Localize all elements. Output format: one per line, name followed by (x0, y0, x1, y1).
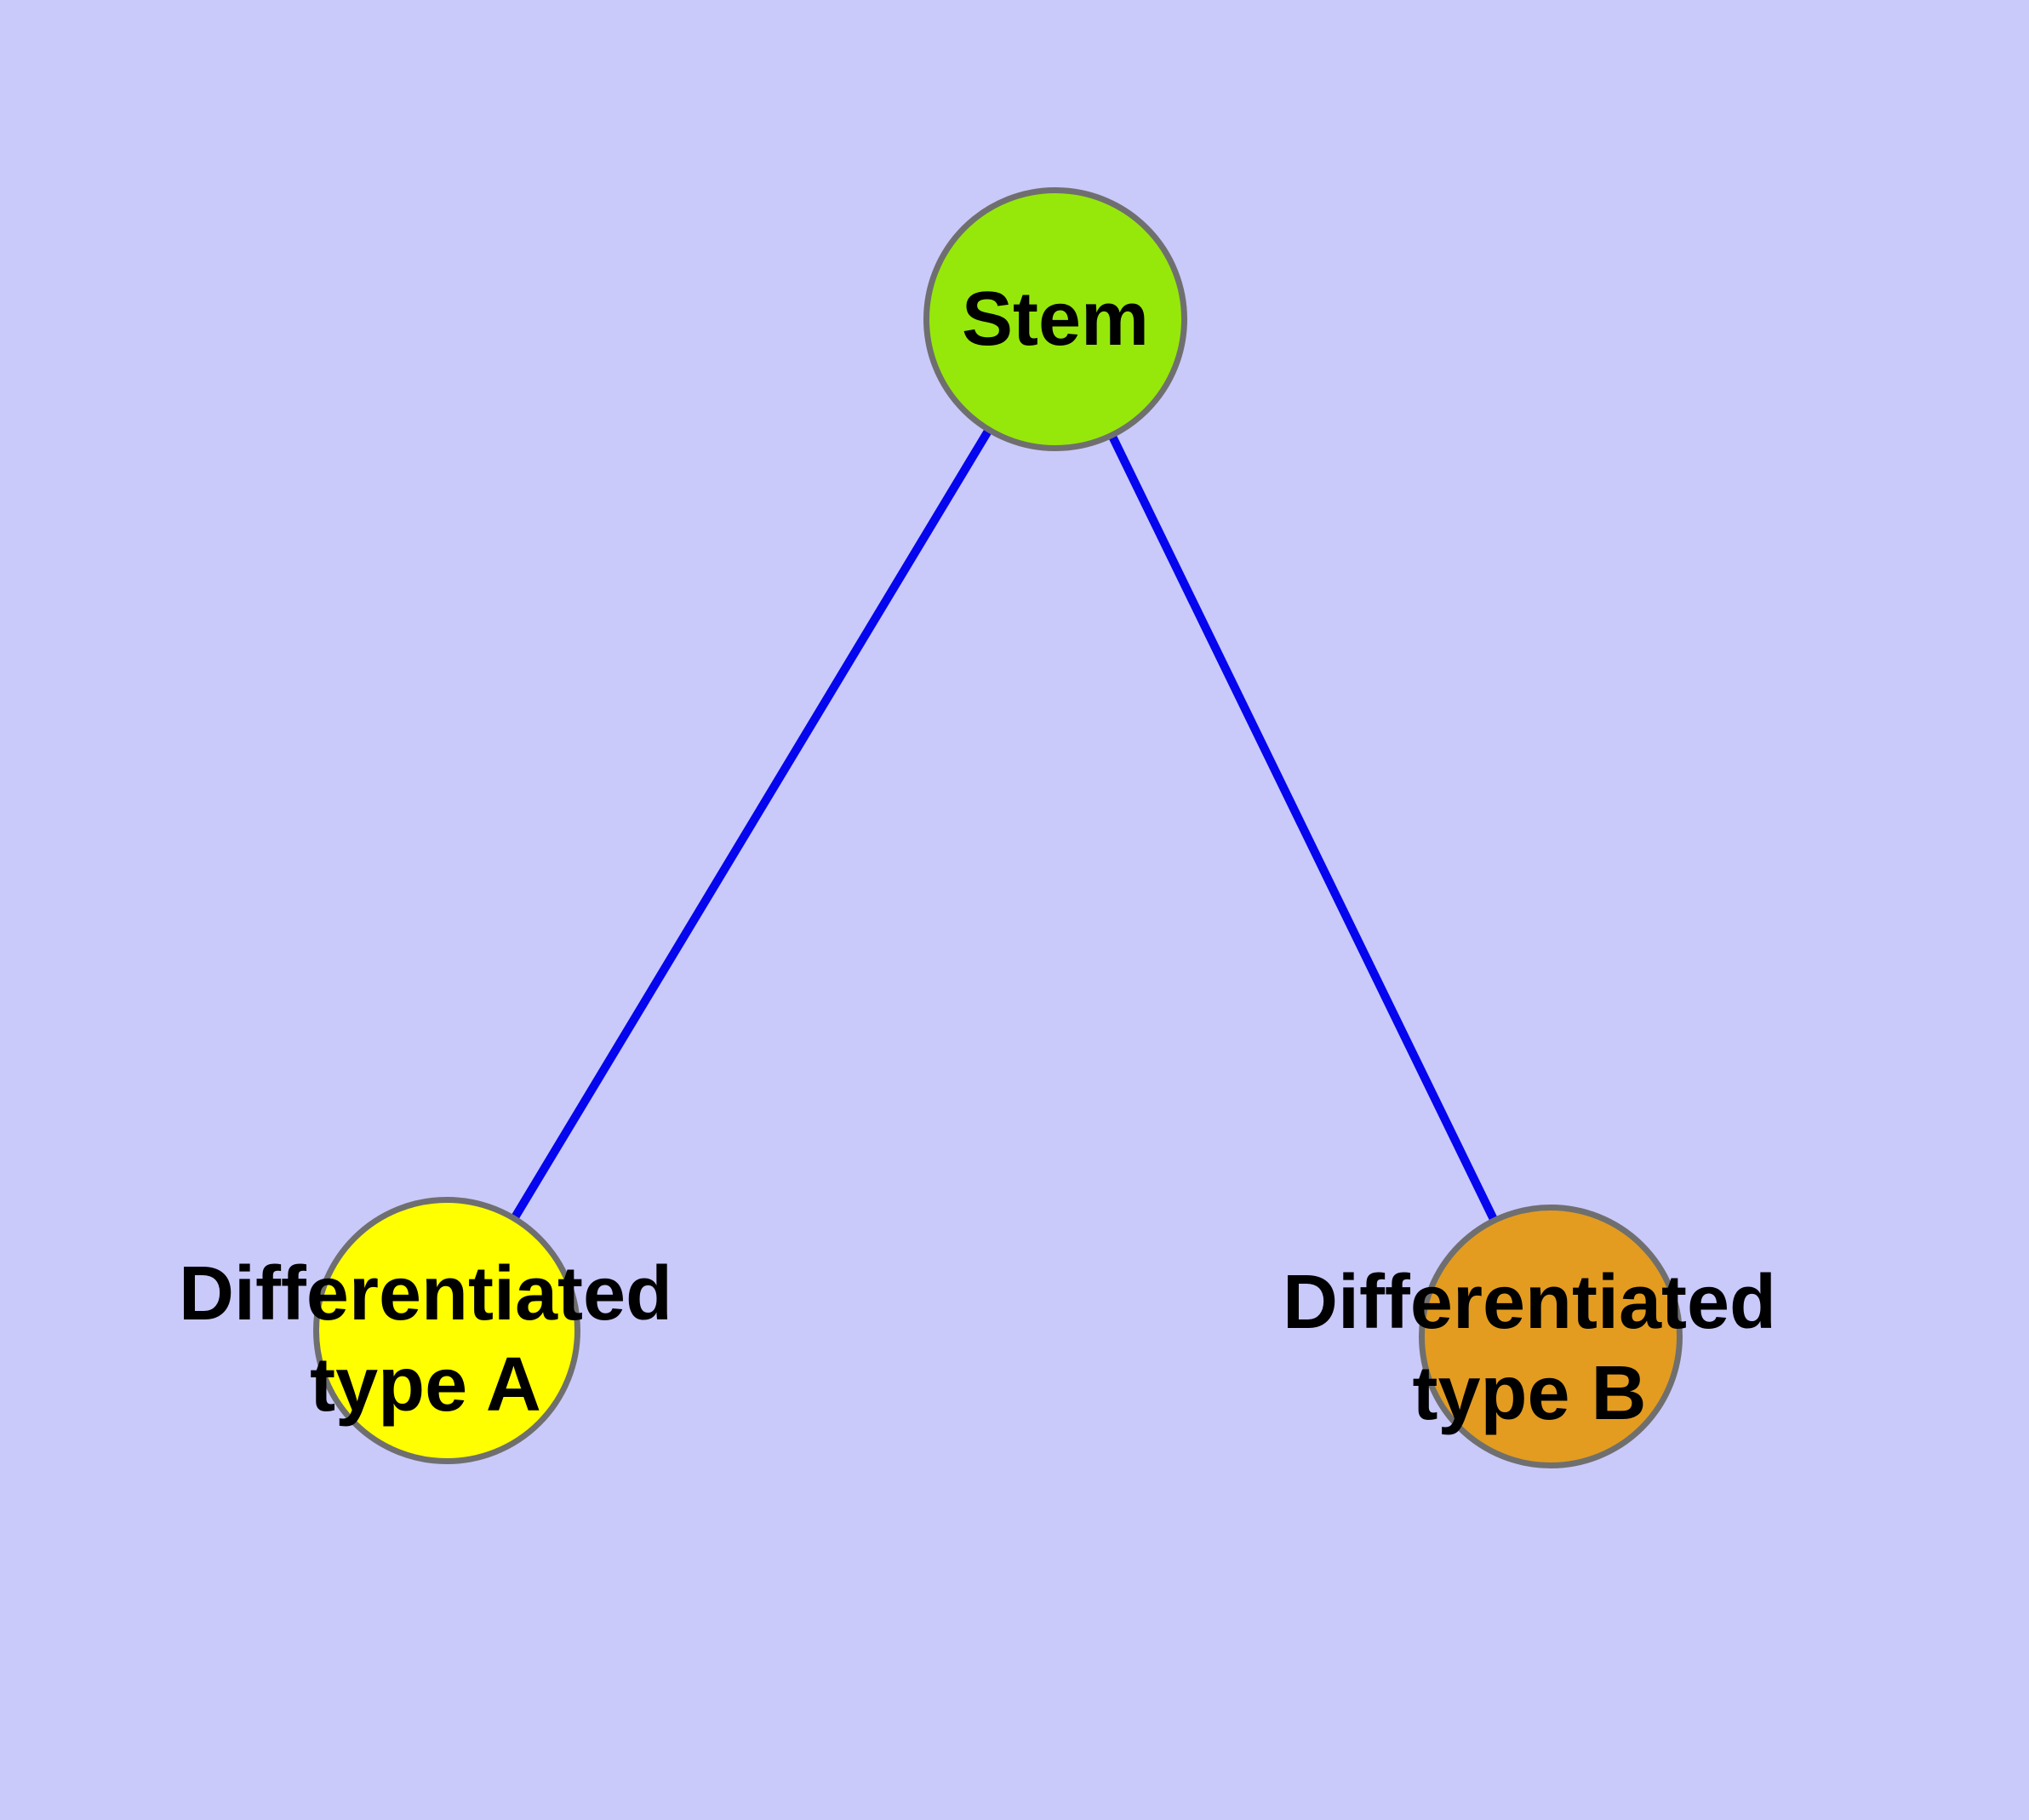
node-label-differentiated-type-a: Differentiated type A (178, 1251, 673, 1428)
node-differentiated-type-a (313, 1197, 580, 1464)
edge-stem-to-type-b (1051, 317, 1555, 1339)
node-stem: Stem (923, 187, 1187, 451)
node-label-differentiated-type-b: Differentiated type B (1282, 1260, 1777, 1436)
edge-stem-to-type-a (443, 317, 1060, 1333)
node-differentiated-type-b (1419, 1205, 1683, 1468)
node-label-stem: Stem (961, 276, 1150, 362)
